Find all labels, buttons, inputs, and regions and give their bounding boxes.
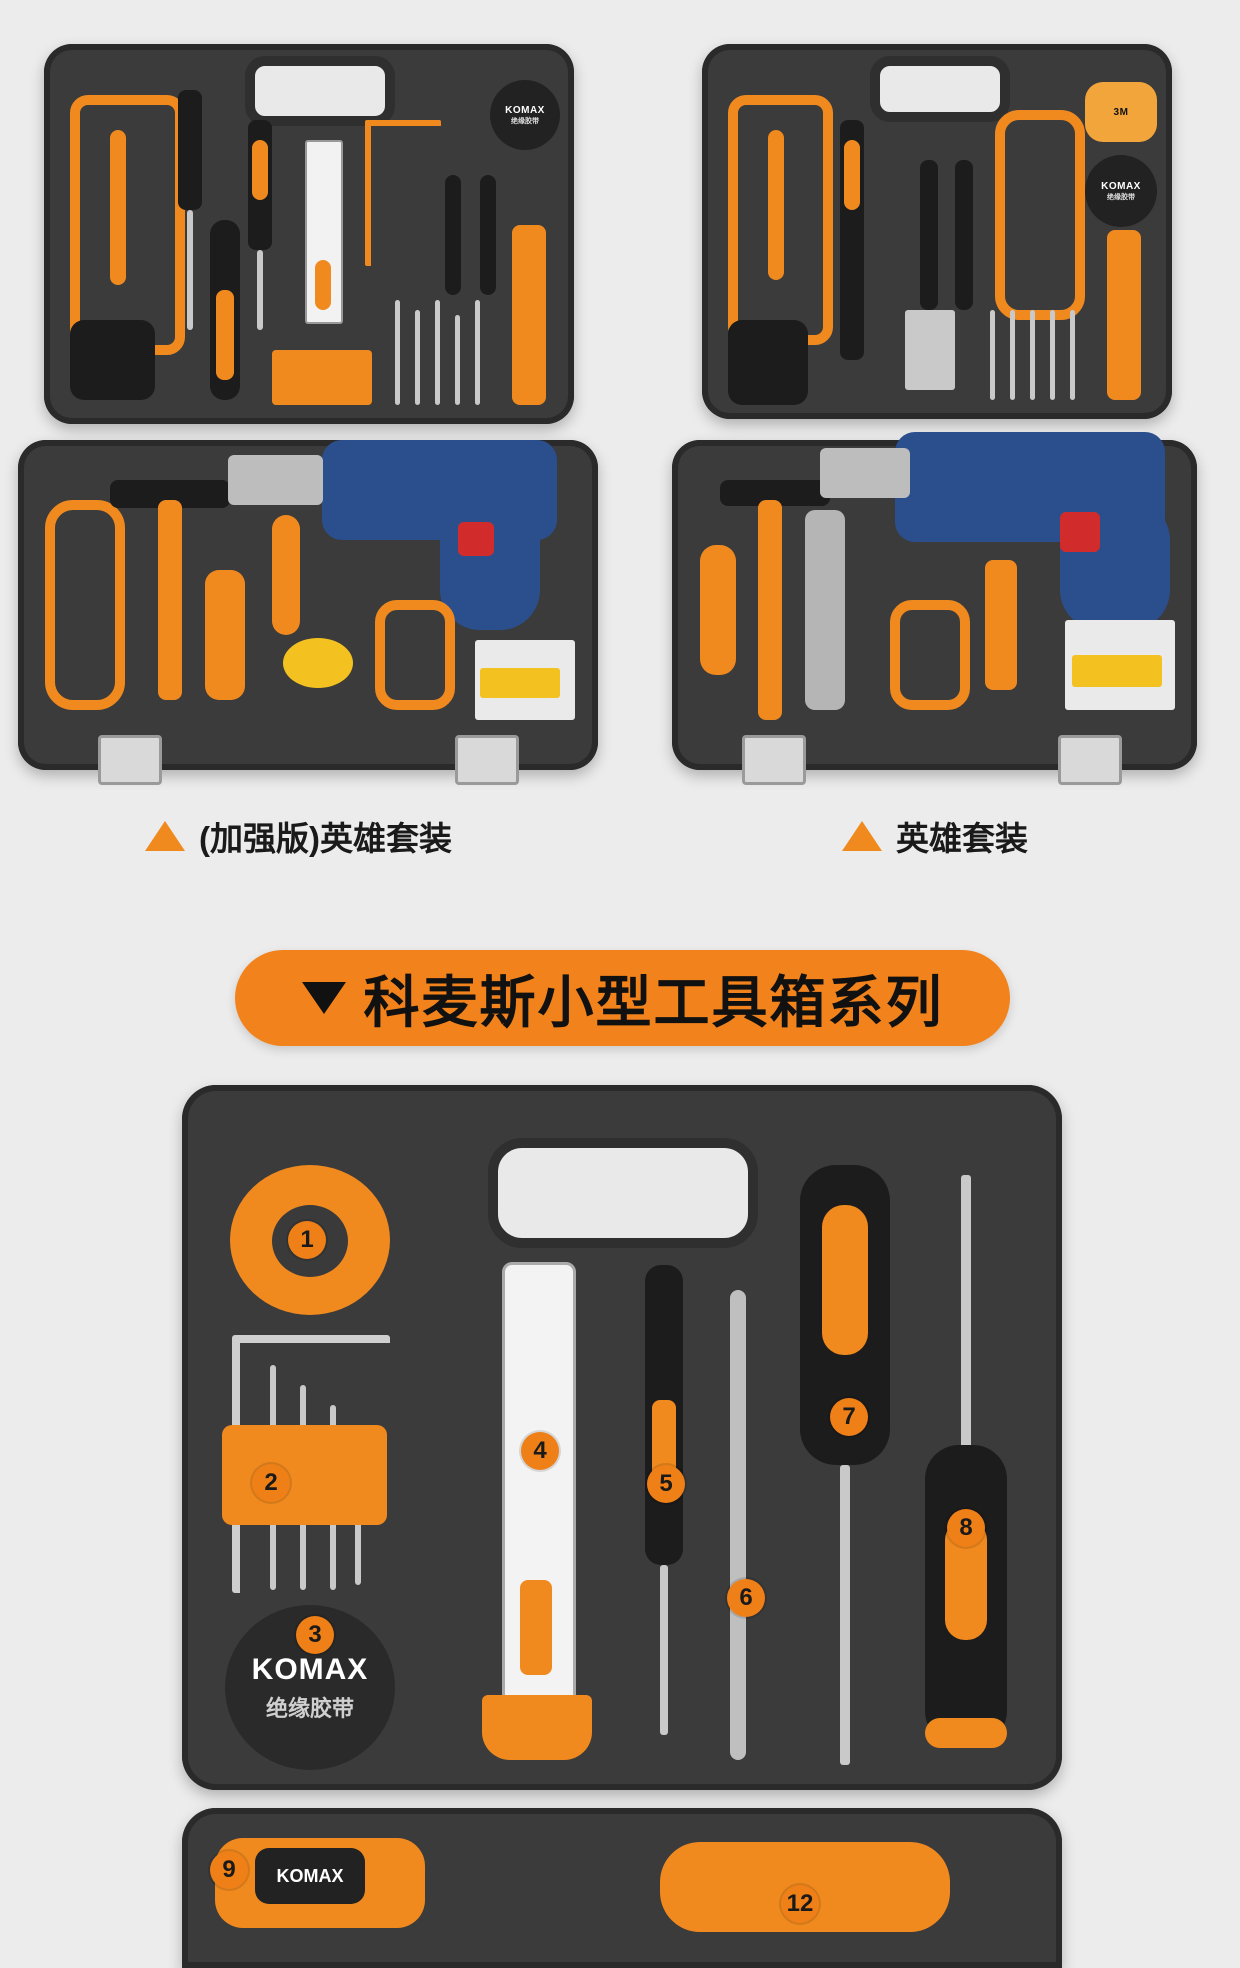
item-number: 12 bbox=[781, 1885, 819, 1923]
socket-rail bbox=[272, 515, 300, 635]
socket-rail bbox=[700, 545, 736, 675]
voltage-tester bbox=[768, 130, 784, 280]
precision-screwdriver bbox=[480, 175, 496, 295]
triangle-icon bbox=[842, 821, 882, 851]
tape-brand: KOMAX bbox=[1101, 180, 1141, 192]
spirit-level bbox=[512, 225, 546, 405]
tape-label: 绝缘胶带 bbox=[511, 117, 539, 125]
tape-label: 绝缘胶带 bbox=[1107, 193, 1135, 201]
hammer-handle bbox=[758, 500, 782, 720]
wall-anchors bbox=[480, 668, 560, 698]
hex-key-set bbox=[365, 120, 441, 266]
screwdriver-end bbox=[925, 1718, 1007, 1748]
pliers bbox=[890, 600, 970, 710]
item-number: 5 bbox=[647, 1465, 685, 1503]
triangle-down-icon bbox=[301, 982, 346, 1014]
drill-chuck bbox=[228, 455, 323, 505]
needle-nose-pliers bbox=[375, 600, 455, 710]
bit-holder bbox=[272, 350, 372, 405]
item-number: 6 bbox=[727, 1579, 765, 1617]
screwdriver-grip bbox=[822, 1205, 868, 1355]
screwdriver bbox=[178, 90, 202, 210]
case-latch bbox=[455, 735, 519, 785]
voltage-tester bbox=[110, 130, 126, 285]
measuring-tape bbox=[283, 638, 353, 688]
test-pencil bbox=[730, 1290, 746, 1760]
item-number: 2 bbox=[252, 1464, 290, 1502]
item-number: 9 bbox=[210, 1851, 248, 1889]
precision-screwdriver bbox=[920, 160, 938, 310]
case-handle bbox=[870, 56, 1010, 122]
item-number: 1 bbox=[288, 1221, 326, 1259]
screwdriver-grip bbox=[252, 140, 268, 200]
tape-measure-brand: KOMAX bbox=[255, 1848, 365, 1904]
pliers bbox=[45, 500, 125, 710]
caption-text: 英雄套装 bbox=[896, 820, 1028, 857]
utility-knife-slider bbox=[315, 260, 331, 310]
screwdriver-shaft bbox=[660, 1565, 668, 1735]
hex-key-set bbox=[905, 310, 955, 390]
screwdriver-shaft bbox=[961, 1175, 971, 1450]
precision-screwdriver bbox=[445, 175, 461, 295]
drill-bit bbox=[990, 310, 995, 400]
case-latch bbox=[98, 735, 162, 785]
insulation-tape: KOMAX 绝缘胶带 bbox=[490, 80, 560, 150]
screwdriver-grip bbox=[844, 140, 860, 210]
series-title-banner: 科麦斯小型工具箱系列 bbox=[235, 950, 1010, 1046]
screwdriver-shaft bbox=[187, 210, 193, 330]
pipe-wrench bbox=[205, 570, 245, 700]
insulation-tape: KOMAX 绝缘胶带 bbox=[225, 1605, 395, 1770]
utility-knife bbox=[985, 560, 1017, 690]
case-handle bbox=[488, 1138, 758, 1248]
case-handle bbox=[245, 56, 395, 126]
precision-screwdriver bbox=[955, 160, 973, 310]
tape-label: 绝缘胶带 bbox=[265, 1695, 354, 1721]
drill-bit bbox=[475, 300, 480, 405]
utility-knife-slider bbox=[520, 1580, 552, 1675]
caption-reinforced-hero: (加强版)英雄套装 bbox=[145, 812, 452, 860]
caption-hero: 英雄套装 bbox=[842, 812, 1028, 860]
screwdriver-shaft bbox=[840, 1465, 850, 1765]
screwdriver-shaft bbox=[257, 250, 263, 330]
insulation-tape: KOMAX 绝缘胶带 bbox=[1085, 155, 1157, 227]
tape-measure-brand-text: KOMAX bbox=[276, 1865, 344, 1886]
drill-bit bbox=[415, 310, 420, 405]
hammer-handle bbox=[158, 500, 182, 700]
drill-trigger bbox=[458, 522, 494, 556]
impact-drill-grip bbox=[440, 500, 540, 630]
item-number: 4 bbox=[521, 1432, 559, 1470]
hacksaw-grip bbox=[728, 320, 808, 405]
case-latch bbox=[742, 735, 806, 785]
drill-bit bbox=[435, 300, 440, 405]
drill-bit bbox=[1030, 310, 1035, 400]
item-number: 8 bbox=[947, 1509, 985, 1547]
ratchet-driver-grip bbox=[216, 290, 234, 380]
case-latch bbox=[1058, 735, 1122, 785]
tape-measure: 3M bbox=[1085, 82, 1157, 142]
wall-anchors bbox=[1072, 655, 1162, 687]
spirit-level bbox=[1107, 230, 1141, 400]
item-number: 3 bbox=[296, 1616, 334, 1654]
tape-brand: KOMAX bbox=[505, 104, 545, 116]
drill-chuck bbox=[820, 448, 910, 498]
drill-bit bbox=[1050, 310, 1055, 400]
drill-bit bbox=[1010, 310, 1015, 400]
hex-key-holder bbox=[222, 1425, 387, 1525]
hacksaw-grip bbox=[70, 320, 155, 400]
drill-bit bbox=[395, 300, 400, 405]
tape-brand: KOMAX bbox=[251, 1652, 369, 1686]
drill-bit bbox=[1070, 310, 1075, 400]
adjustable-wrench bbox=[805, 510, 845, 710]
series-title: 科麦斯小型工具箱系列 bbox=[363, 970, 944, 1034]
caption-text: (加强版)英雄套装 bbox=[199, 820, 452, 857]
item-number: 7 bbox=[830, 1398, 868, 1436]
utility-knife bbox=[502, 1262, 576, 1748]
drill-bit bbox=[455, 315, 460, 405]
drill-trigger bbox=[1060, 512, 1100, 552]
wire-stripper bbox=[995, 110, 1085, 320]
triangle-icon bbox=[145, 821, 185, 851]
tape-measure-label: 3M bbox=[1113, 106, 1129, 118]
hacksaw bbox=[70, 95, 185, 355]
utility-knife-tail bbox=[482, 1695, 592, 1760]
